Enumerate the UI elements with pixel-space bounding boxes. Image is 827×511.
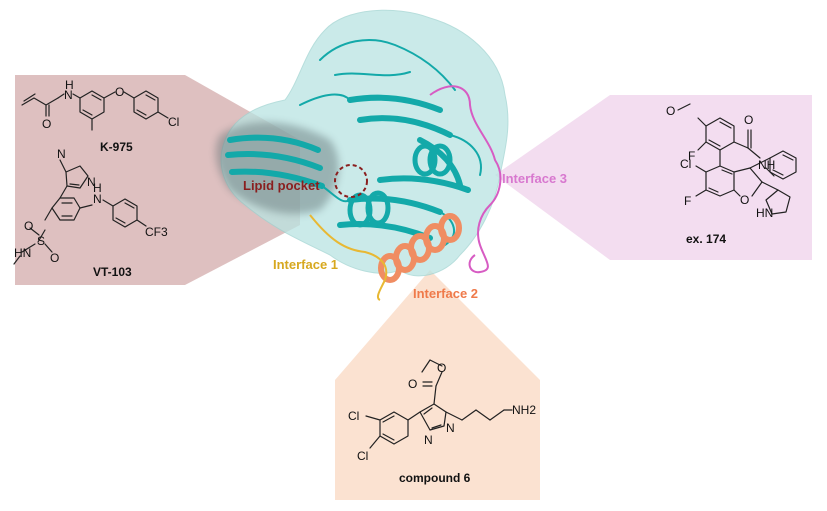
vt103-atom-nh-n: N: [93, 192, 102, 206]
ex174-atom-hn: HN: [756, 206, 773, 220]
vt103-atom-cf3: CF3: [145, 225, 168, 239]
ex174-atom-o-methoxy: O: [666, 104, 675, 118]
panel-right: [495, 95, 812, 260]
k975-atom-o2: O: [115, 85, 124, 99]
compound6-atom-cl2: Cl: [357, 449, 368, 463]
k975-atom-o1: O: [42, 117, 51, 131]
compound6-atom-n2: N: [446, 421, 455, 435]
ex174-atom-o-amide: O: [744, 113, 753, 127]
protein-structure: [215, 9, 509, 301]
vt103-atom-hn: HN: [14, 246, 31, 260]
structure-vt103: N N N H S O O HN CF3 VT-103: [13, 147, 168, 279]
structure-compound6: O O N N NH2 Cl Cl compound 6: [348, 359, 536, 485]
vt103-atom-nh-h: H: [93, 181, 102, 195]
compound6-atom-o2: O: [437, 361, 446, 375]
ex174-name: ex. 174: [686, 232, 726, 246]
vt103-atom-n-methyl: N: [57, 147, 66, 161]
interface-3-loop: [429, 85, 502, 274]
structure-ex174: O F O NH Cl F O HN ex. 174: [666, 103, 797, 246]
label-interface-3: Interface 3: [502, 171, 567, 186]
compound6-atom-n1: N: [424, 433, 433, 447]
compound6-atom-nh2: NH2: [512, 403, 536, 417]
label-interface-1: Interface 1: [273, 257, 338, 272]
lipid-pocket-marker: [334, 164, 368, 198]
ex174-atom-nh: NH: [758, 158, 775, 172]
interface-1-loop: [309, 214, 388, 301]
panel-left: [15, 75, 300, 285]
vt103-atom-s: S: [37, 234, 45, 248]
vt103-name: VT-103: [93, 265, 132, 279]
label-interface-2: Interface 2: [413, 286, 478, 301]
cartoon-strands: [225, 94, 471, 241]
panel-bottom: [335, 270, 540, 500]
label-lipid-pocket: Lipid pocket: [243, 178, 320, 193]
vt103-atom-o2: O: [50, 251, 59, 265]
k975-atom-cl: Cl: [168, 115, 179, 129]
k975-atom-h: H: [65, 78, 74, 92]
interface-2-helix: [378, 213, 462, 283]
k975-name: K-975: [100, 140, 133, 154]
compound6-atom-o1: O: [408, 377, 417, 391]
ex174-atom-o-ring: O: [740, 193, 749, 207]
k975-atom-n: N: [64, 88, 73, 102]
ex174-atom-f1: F: [688, 149, 695, 163]
structure-k975: N H O O Cl K-975: [21, 78, 179, 154]
vt103-atom-o1: O: [24, 219, 33, 233]
ex174-atom-cl: Cl: [680, 157, 691, 171]
compound6-atom-cl1: Cl: [348, 409, 359, 423]
ex174-atom-f2: F: [684, 194, 691, 208]
compound6-name: compound 6: [399, 471, 471, 485]
vt103-atom-n-ring: N: [87, 175, 96, 189]
